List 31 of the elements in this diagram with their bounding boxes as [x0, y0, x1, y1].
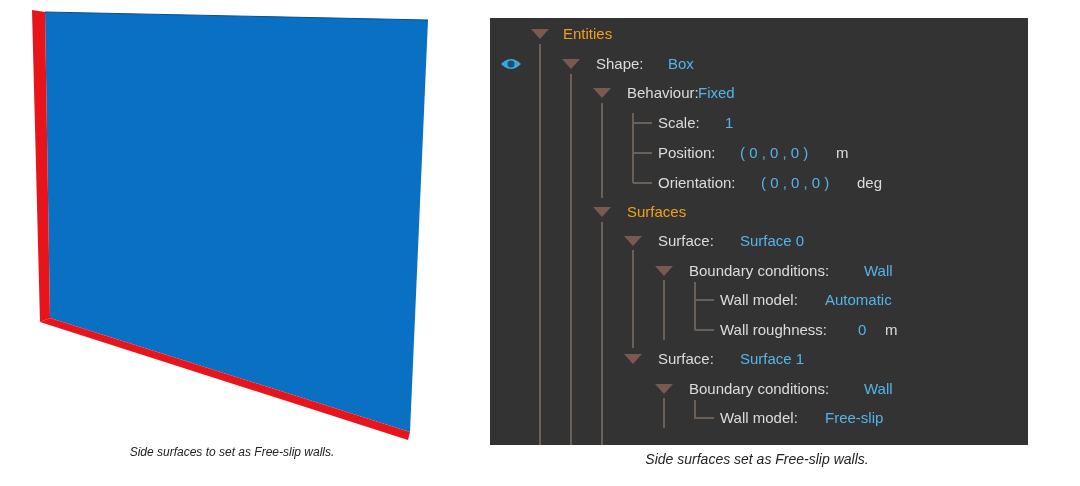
property-name: Boundary conditions: [689, 380, 830, 398]
property-name: Wall roughness: [720, 321, 827, 339]
figure-caption: Side surfaces set as Free-slip walls. [645, 451, 869, 467]
property-value: ( 0 , 0 , 0 ) [740, 144, 809, 162]
property-value: Box [668, 55, 694, 73]
property-name: Surface: [658, 232, 714, 250]
property-value: Automatic [825, 291, 892, 309]
property-name: Orientation: [658, 174, 736, 192]
property-name: Surface: [658, 350, 714, 368]
property-value: 0 [858, 321, 867, 339]
property-name: Wall model: [720, 291, 798, 309]
property-value: Wall [864, 262, 893, 280]
section-heading: Entities [563, 25, 613, 43]
property-name: Behaviour: [627, 84, 699, 102]
unit-label: m [836, 144, 849, 162]
property-value: 1 [725, 114, 734, 132]
property-value: Surface 0 [740, 232, 805, 250]
property-value: ( 0 , 0 , 0 ) [761, 174, 830, 192]
property-name: Shape: [596, 55, 644, 73]
property-name: Boundary conditions: [689, 262, 830, 280]
property-name: Position: [658, 144, 716, 162]
unit-label: m [885, 321, 898, 339]
property-value: Wall [864, 380, 893, 398]
property-value: Fixed [698, 84, 735, 102]
property-value: Free-slip [825, 409, 884, 427]
unit-label: deg [857, 174, 883, 192]
section-heading: Surfaces [627, 203, 687, 221]
figure-caption: Side surfaces to set as Free-slip walls. [129, 445, 335, 459]
property-name: Wall model: [720, 409, 798, 427]
property-value: Surface 1 [740, 350, 805, 368]
property-name: Scale: [658, 114, 700, 132]
